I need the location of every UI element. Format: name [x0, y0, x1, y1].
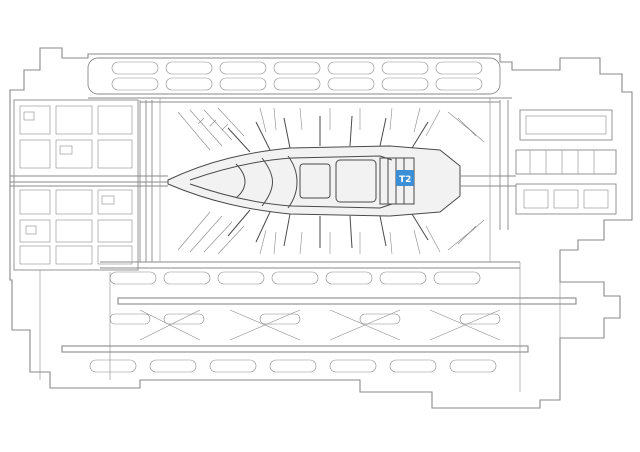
terminal-badge-box	[396, 170, 414, 186]
terminal-badge-label: T2	[399, 175, 411, 185]
runway-taxiway-pattern	[89, 309, 501, 373]
aircraft-stands-north	[177, 107, 485, 151]
vertical-taxi-links	[39, 98, 561, 400]
west-landside-blocks	[13, 99, 139, 271]
terminal-main-hall	[167, 145, 461, 217]
east-landside-area	[460, 100, 617, 230]
site-boundary	[9, 47, 633, 409]
runway-north	[117, 297, 577, 305]
landside-access-road	[10, 100, 168, 262]
aircraft-stands-south	[177, 211, 485, 255]
terminal-building: T2	[167, 115, 461, 249]
runway-south	[61, 345, 529, 353]
north-taxiway-band	[87, 57, 512, 103]
south-taxiway-band	[100, 261, 520, 285]
runways	[61, 297, 577, 353]
